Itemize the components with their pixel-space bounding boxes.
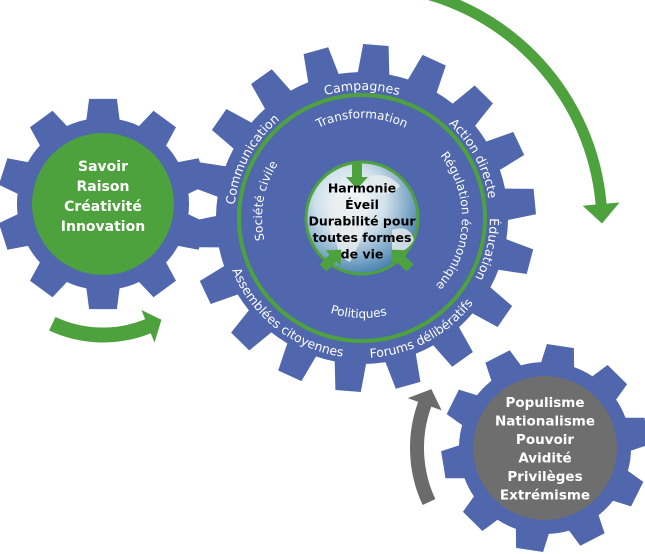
hub-line: Pouvoir	[516, 432, 574, 448]
hub-line: Créativité	[64, 199, 142, 215]
inward-arrow-icon	[319, 249, 342, 272]
continent-shape	[328, 194, 368, 262]
hub-line: Extrémisme	[500, 487, 590, 503]
right-gear-text: PopulismeNationalismePouvoirAviditéPrivi…	[495, 395, 595, 504]
right-gear-hub	[473, 376, 617, 520]
ring-label: Politiques	[329, 302, 388, 321]
hub-line: Avidité	[518, 450, 571, 466]
green-ring	[237, 93, 487, 343]
hub-line: de vie	[341, 247, 384, 262]
ring-label: Campagnes	[322, 78, 402, 98]
counter-clockwise-arrow-icon	[407, 389, 442, 506]
continent-shape	[369, 175, 400, 195]
hub-line: toutes formes	[313, 230, 412, 245]
hub-line: Savoir	[78, 159, 128, 175]
curved-arrow-icon	[49, 310, 162, 343]
hub-line: Durabilité pour	[308, 214, 416, 229]
hub-line: Nationalisme	[495, 413, 595, 429]
hub-line: Harmonie	[328, 181, 396, 196]
globe-continents	[328, 175, 414, 262]
left-gear-hub	[32, 133, 174, 275]
hub-line: Privilèges	[507, 469, 582, 485]
hub-line: Éveil	[345, 197, 379, 212]
hub-line: Populisme	[506, 395, 585, 411]
inward-arrow-icon	[391, 249, 414, 272]
inward-arrow-icon	[346, 163, 368, 189]
globe-inward-arrows	[319, 163, 414, 272]
continent-shape	[392, 228, 414, 252]
hub-line: Raison	[77, 179, 130, 195]
hub-line: Innovation	[61, 219, 145, 235]
clockwise-arrow-icon	[427, 0, 620, 224]
right-gear: PopulismeNationalismePouvoirAviditéPrivi…	[441, 344, 645, 552]
